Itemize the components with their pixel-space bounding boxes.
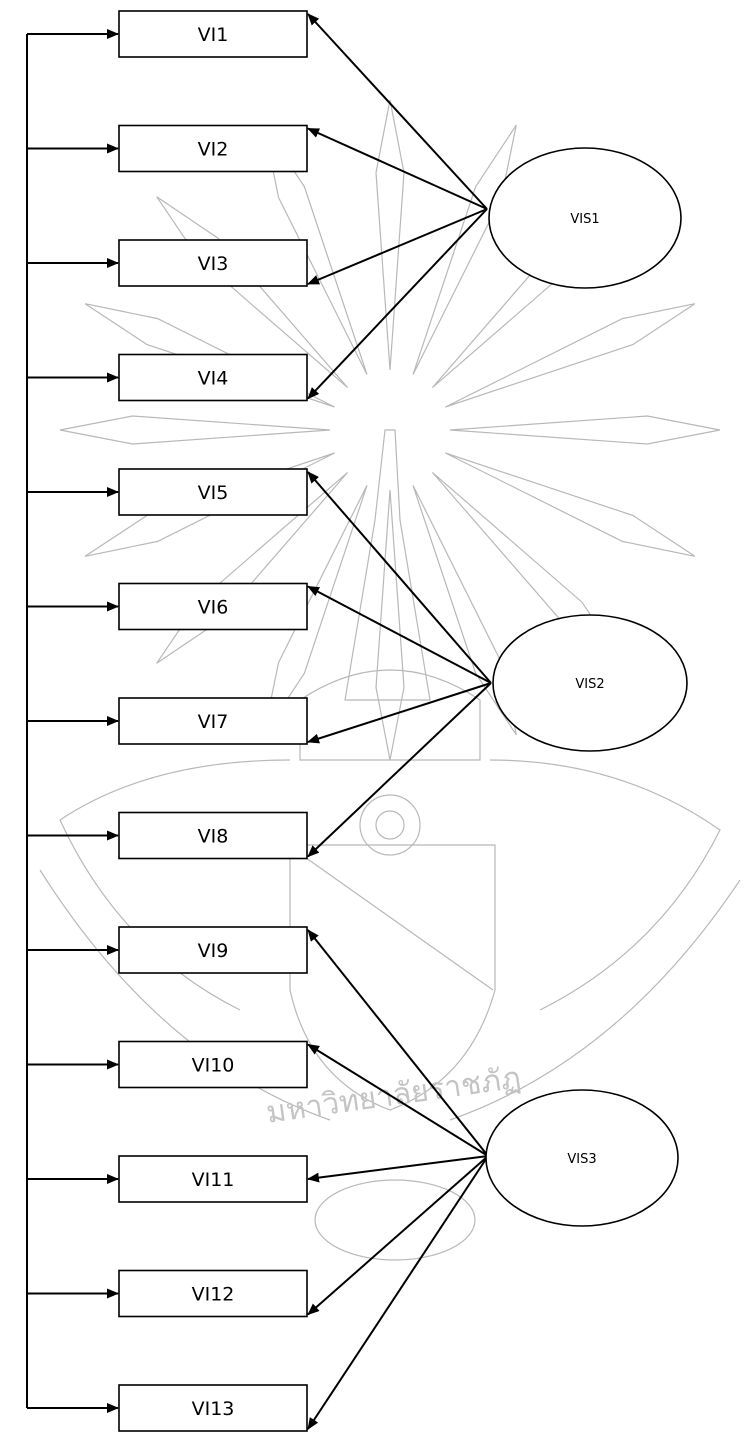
indicator-label: VI11 — [192, 1169, 235, 1191]
watermark-left-ribbon — [39, 869, 331, 1121]
loading-arrow — [307, 1155, 489, 1183]
indicator-label: VI4 — [198, 368, 229, 390]
indicator-label: VI2 — [198, 139, 229, 161]
indicator-label: VI13 — [192, 1398, 235, 1420]
watermark-ray — [412, 124, 517, 375]
watermark-right-ribbon — [449, 879, 741, 1121]
watermark-swirl-inner — [375, 810, 405, 840]
loading-arrow — [307, 208, 488, 400]
indicator-box: VI5 — [118, 468, 308, 516]
indicator-box: VI3 — [118, 239, 308, 287]
connector-lines — [26, 13, 492, 1430]
indicator-box: VI13 — [118, 1384, 308, 1432]
loading-arrow — [307, 1155, 489, 1430]
loading-arrow — [307, 585, 492, 684]
watermark-seal: มหาวิทยาลัยราชภัฏ — [39, 99, 741, 1261]
watermark-ray — [156, 196, 349, 389]
loading-arrow — [307, 13, 488, 210]
watermark-ray — [156, 471, 349, 664]
loading-arrow — [307, 929, 489, 1157]
loading-arrow — [307, 1043, 489, 1157]
watermark-crown — [299, 669, 481, 761]
watermark-ray — [375, 99, 405, 371]
indicator-boxes: VI1VI2VI3VI4VI5VI6VI7VI8VI9VI10VI11VI12V… — [118, 10, 308, 1432]
indicator-box: VI12 — [118, 1269, 308, 1318]
watermark-shield — [289, 844, 496, 1111]
indicator-label: VI3 — [198, 253, 229, 275]
loading-arrow — [307, 1155, 489, 1316]
factor-node: VIS3 — [485, 1089, 679, 1227]
loading-arrow — [307, 682, 492, 858]
indicator-box: VI4 — [118, 353, 308, 402]
factor-node: VIS2 — [492, 614, 688, 752]
indicator-label: VI6 — [198, 597, 229, 619]
indicator-box: VI2 — [118, 124, 308, 173]
indicator-box: VI7 — [118, 697, 308, 745]
indicator-box: VI9 — [118, 926, 308, 974]
watermark-ray — [445, 303, 696, 408]
indicator-label: VI9 — [198, 940, 229, 962]
watermark-ray — [445, 452, 696, 557]
watermark-shield-divider — [291, 847, 494, 991]
loading-arrow — [307, 127, 488, 210]
indicator-box: VI1 — [118, 10, 308, 58]
indicator-box: VI10 — [118, 1040, 308, 1089]
factor-label: VIS3 — [567, 1152, 596, 1167]
watermark-swirl — [359, 794, 421, 856]
factor-node: VIS1 — [488, 147, 682, 289]
loading-arrow — [307, 682, 492, 744]
watermark-ray — [412, 485, 517, 736]
factor-label: VIS2 — [575, 677, 604, 692]
indicator-box: VI8 — [118, 811, 308, 860]
watermark-spire — [344, 429, 431, 701]
watermark-right-wing — [489, 759, 721, 1011]
loading-arrow — [307, 471, 492, 684]
watermark-ray — [59, 415, 331, 445]
indicator-label: VI12 — [192, 1284, 235, 1306]
indicator-label: VI7 — [198, 711, 229, 733]
indicator-label: VI5 — [198, 482, 229, 504]
watermark-ray — [449, 415, 721, 445]
indicator-box: VI6 — [118, 582, 308, 631]
indicator-box: VI11 — [118, 1155, 308, 1203]
factor-label: VIS1 — [570, 212, 599, 227]
indicator-label: VI8 — [198, 826, 229, 848]
watermark-base — [314, 1179, 476, 1261]
indicator-label: VI10 — [192, 1055, 235, 1077]
indicator-label: VI1 — [198, 24, 229, 46]
loading-arrow — [307, 208, 488, 285]
